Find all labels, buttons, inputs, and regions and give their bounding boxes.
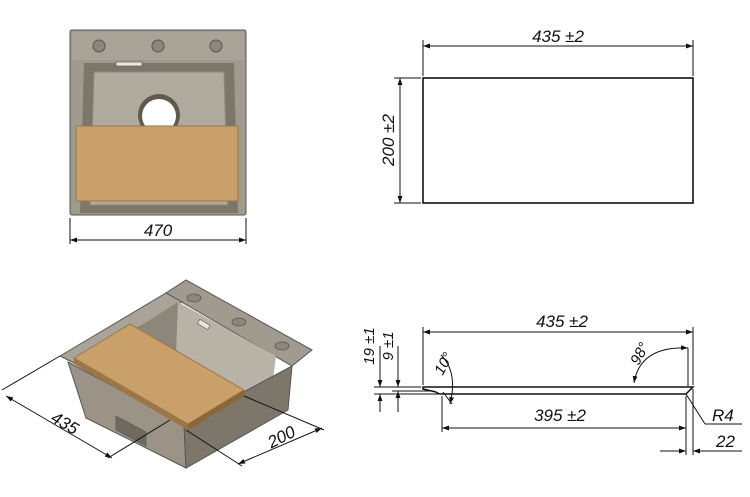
edge-width-label: 22 bbox=[715, 432, 735, 451]
angle-right-label: 98° bbox=[627, 340, 653, 368]
sink-iso-view: 435 200 bbox=[1, 279, 325, 469]
cutting-board-top bbox=[75, 125, 239, 202]
angle-left-label: 10° bbox=[431, 350, 457, 378]
iso-length-label: 435 bbox=[48, 408, 83, 439]
board-width-label: 435 ±2 bbox=[532, 27, 584, 46]
board-section-profile bbox=[422, 386, 695, 395]
tap-hole-icon bbox=[274, 341, 290, 351]
tap-hole-icon bbox=[209, 39, 223, 53]
section-step-label: 9 ±1 bbox=[380, 331, 397, 360]
radius-label: R4 bbox=[712, 406, 734, 425]
tap-hole-icon bbox=[186, 293, 202, 303]
overflow-slot bbox=[115, 61, 143, 67]
cutting-board-iso-side bbox=[188, 390, 244, 430]
section-top-width-label: 435 ±2 bbox=[536, 312, 588, 331]
tap-hole-icon bbox=[151, 39, 165, 53]
iso-width-label: 200 bbox=[264, 422, 299, 453]
sink-iso-right-wall bbox=[183, 365, 293, 469]
sink-iso-left-rim bbox=[58, 292, 184, 365]
cutting-board-iso-edge bbox=[74, 358, 188, 430]
drain-recess bbox=[115, 415, 147, 447]
sink-top-view: 470 bbox=[69, 29, 247, 244]
section-bottom-width-label: 395 ±2 bbox=[534, 406, 586, 425]
board-plan-view: 435 ±2 200 ±2 bbox=[379, 27, 694, 204]
sink-iso-inner-back bbox=[176, 302, 276, 402]
tap-hole-icon bbox=[231, 317, 247, 327]
board-section-view: 435 ±2 395 ±2 19 ±1 9 ±1 10° 98° R4 22 bbox=[361, 312, 742, 455]
sink-width-label: 470 bbox=[144, 221, 173, 240]
board-height-label: 200 ±2 bbox=[379, 114, 398, 167]
board-outline bbox=[422, 77, 694, 204]
overflow-slot bbox=[196, 318, 211, 331]
tap-hole-icon bbox=[92, 39, 106, 53]
drain-hole-icon bbox=[142, 99, 176, 133]
section-thickness-label: 19 ±1 bbox=[361, 327, 378, 364]
